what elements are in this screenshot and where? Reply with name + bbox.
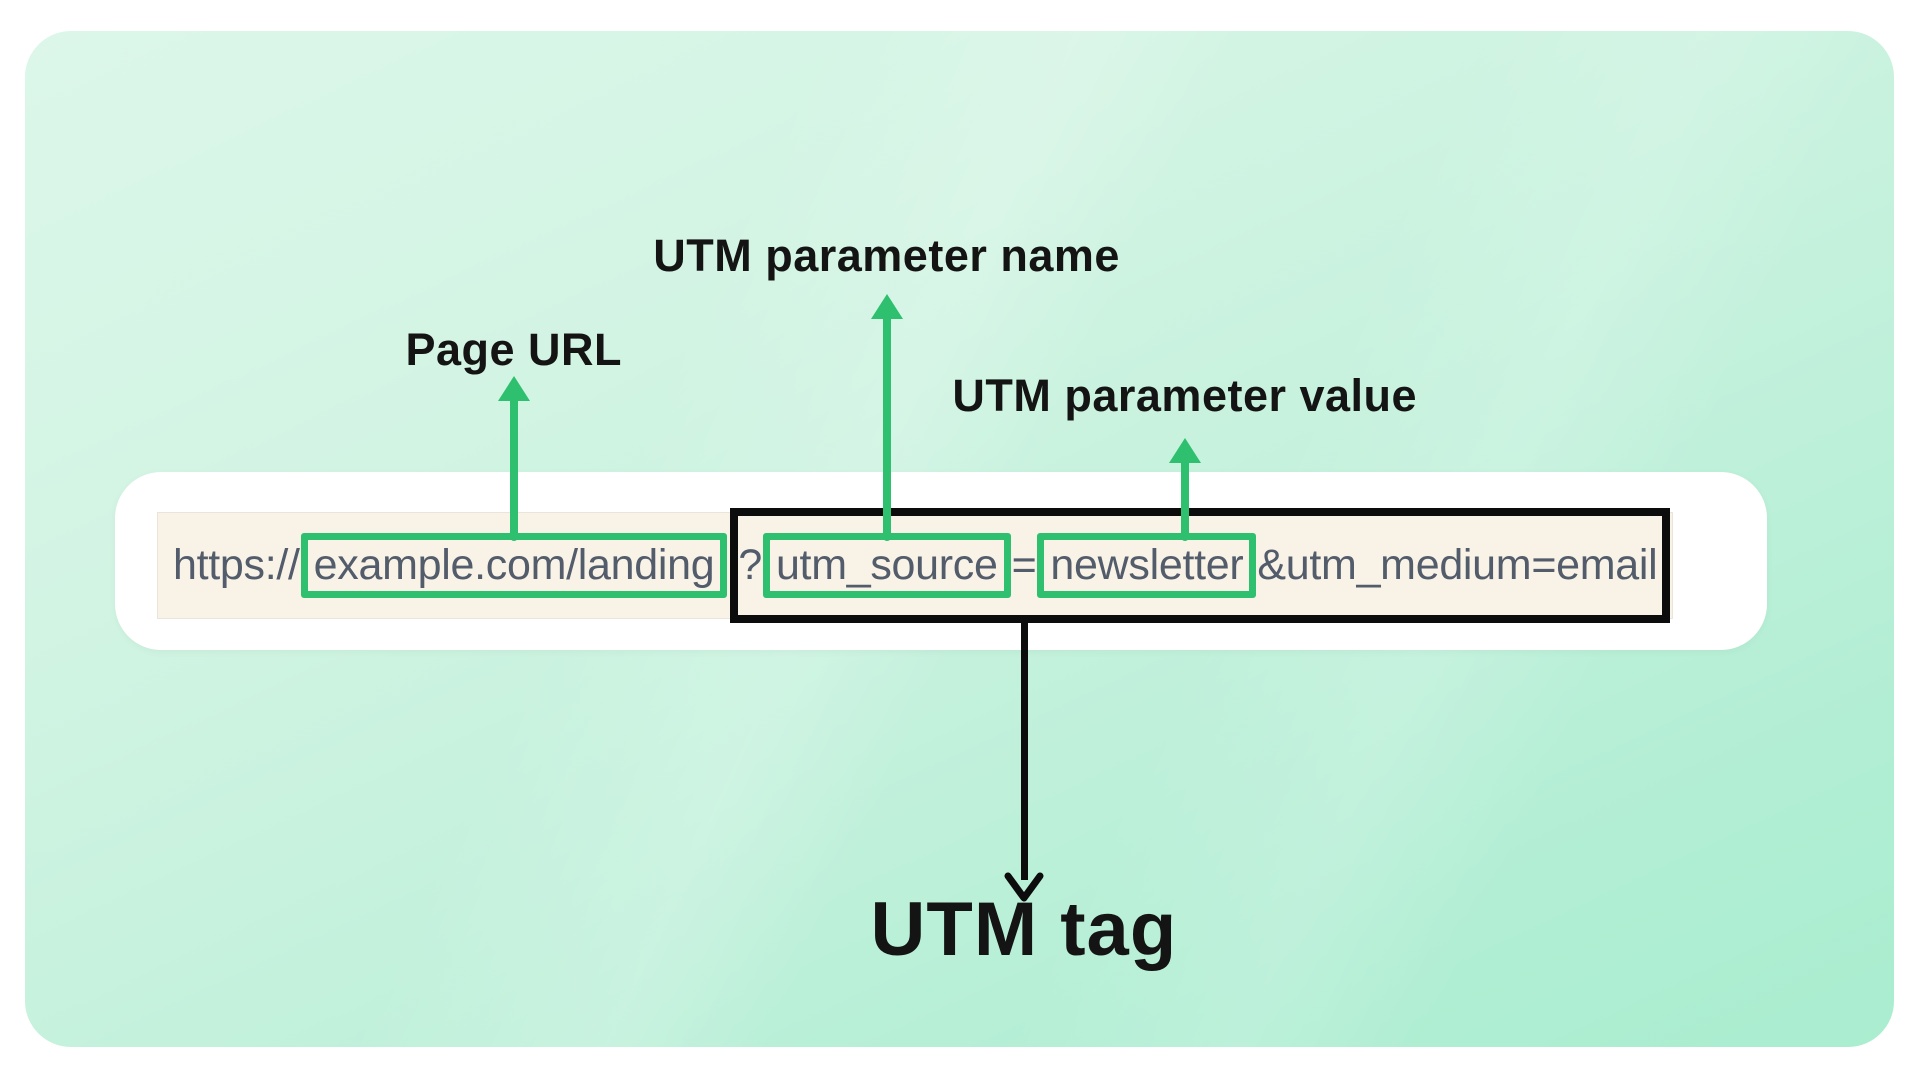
url-bar: https:// example.com/landing ? utm_sourc… <box>158 508 1673 623</box>
utm-parameter-value-arrow <box>1168 438 1201 541</box>
arrow-down-icon <box>1004 872 1044 902</box>
label-utm-parameter-name: UTM parameter name <box>653 230 1120 281</box>
green-box-param-value: newsletter <box>1037 532 1257 599</box>
green-box-page-url: example.com/landing <box>300 532 728 599</box>
url-segment-second-param: &utm_medium=email <box>1257 540 1658 589</box>
utm-tag-arrow <box>1002 622 1046 902</box>
url-segment-equals: = <box>1011 540 1037 589</box>
url-segment-query-start: ? <box>738 540 762 589</box>
utm-tag-outline-box: ? utm_source = newsletter &utm_medium=em… <box>730 508 1671 623</box>
green-box-param-name: utm_source <box>762 532 1011 599</box>
utm-parameter-name-arrow <box>870 294 903 541</box>
label-page-url: Page URL <box>405 324 623 375</box>
url-segment-protocol: https:// <box>173 540 300 589</box>
page-url-arrow <box>497 376 530 541</box>
label-utm-parameter-value: UTM parameter value <box>952 370 1418 421</box>
